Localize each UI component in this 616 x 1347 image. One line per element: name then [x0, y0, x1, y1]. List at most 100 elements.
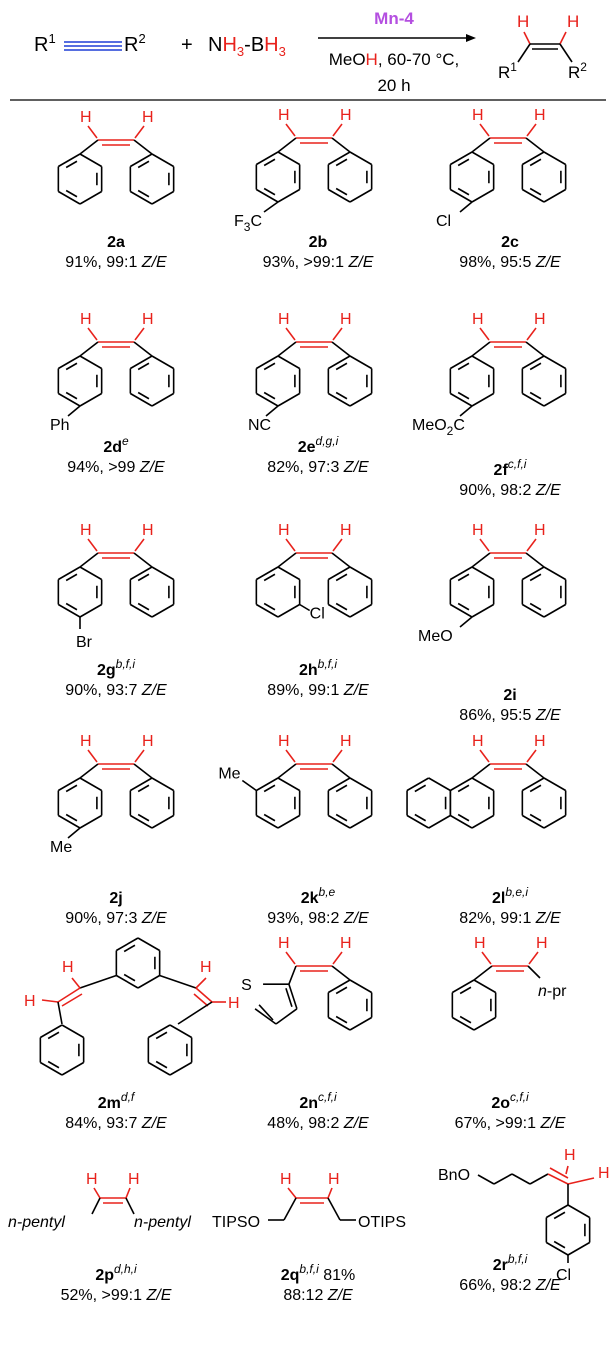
central-benzene-ring: [115, 937, 161, 989]
yield-selectivity: 93%, >99:1 Z/E: [263, 254, 374, 271]
bond: [331, 552, 351, 568]
compound-id: 2gb,f,i: [97, 657, 135, 679]
bond: [459, 616, 473, 628]
left-benzene-ring: [449, 777, 495, 829]
bond: [255, 777, 279, 792]
bond: [285, 987, 293, 1008]
bond: [255, 603, 279, 618]
c-h-bond: [87, 538, 98, 552]
c-h-bond: [332, 538, 343, 552]
bond: [263, 201, 279, 213]
h-label: H: [534, 107, 546, 124]
alkene-bond: [57, 987, 81, 1003]
bond: [471, 151, 495, 166]
bond: [61, 1024, 85, 1039]
bond: [553, 1211, 566, 1220]
h-label: H: [278, 733, 290, 750]
bond: [457, 391, 470, 400]
bond: [129, 190, 153, 205]
bond: [57, 153, 81, 168]
h-label: H: [340, 733, 352, 750]
cf3-label: F3C: [234, 213, 262, 234]
bond: [123, 944, 136, 953]
alkene-bond: [193, 993, 209, 1007]
h-label: H: [472, 107, 484, 124]
h-label: H: [472, 311, 484, 328]
bond: [529, 1173, 549, 1185]
compound-id: 2de: [103, 434, 129, 456]
bond: [277, 552, 297, 568]
bond: [529, 391, 542, 400]
bond: [129, 153, 153, 168]
bond: [79, 153, 103, 168]
bond: [47, 1031, 60, 1040]
c-h-bond: [332, 123, 343, 137]
c-h-bond: [332, 951, 343, 965]
alkene-bond: [195, 987, 213, 1003]
product-r1: R1: [498, 60, 517, 82]
bond: [529, 362, 542, 371]
compound-id: 2rb,f,i: [493, 1252, 528, 1274]
right-benzene-ring: [521, 777, 567, 829]
bond: [529, 602, 542, 611]
bond: [79, 763, 99, 779]
bond: [39, 1024, 63, 1039]
bond: [335, 602, 348, 611]
right-benzene-ring: [129, 355, 175, 407]
left-benzene-ring: [57, 777, 103, 829]
bond: [65, 362, 78, 371]
c-h-bond: [71, 977, 81, 989]
bond: [137, 784, 150, 793]
c-h-bond: [285, 951, 296, 965]
bond: [521, 566, 545, 581]
thiophene-ring: [254, 983, 298, 1025]
compound-id: 2b: [309, 234, 328, 251]
bond: [147, 1061, 171, 1076]
bond: [335, 158, 348, 167]
bond: [414, 784, 427, 793]
compound-id: 2oc,f,i: [491, 1090, 529, 1112]
h-label: H: [228, 995, 240, 1012]
bond: [137, 573, 150, 582]
c-h-bond: [87, 749, 98, 763]
bond: [79, 974, 117, 989]
bond: [255, 355, 279, 370]
left-benzene-ring: [57, 153, 103, 205]
bond: [255, 188, 279, 203]
otips-label: OTIPS: [358, 1214, 406, 1231]
compound-id: 2ed,g,i: [298, 434, 339, 456]
yield-selectivity: 48%, 98:2 Z/E: [267, 1115, 369, 1132]
left-benzene-ring: [449, 151, 495, 203]
bond: [263, 362, 276, 371]
c-h-bond: [479, 123, 490, 137]
c-h-bond: [332, 327, 343, 341]
bond: [327, 566, 351, 581]
benzyloxy-label: BnO: [438, 1167, 470, 1184]
bond: [471, 355, 495, 370]
benzene-ring: [327, 979, 373, 1031]
bond: [277, 355, 301, 370]
right-benzene-ring: [129, 153, 175, 205]
bond: [406, 777, 430, 792]
bond: [335, 986, 348, 995]
c-h-bond: [526, 123, 537, 137]
bond: [543, 188, 567, 203]
bond: [67, 405, 81, 417]
chloro-label: Cl: [310, 606, 325, 623]
bond: [449, 392, 473, 407]
h-label: H: [567, 12, 579, 31]
bond: [151, 355, 175, 370]
h-label: H: [80, 522, 92, 539]
bond: [543, 814, 567, 829]
plus-sign: +: [181, 34, 193, 56]
bond: [525, 341, 545, 357]
chloro-label: Cl: [556, 1267, 571, 1284]
bond: [525, 763, 545, 779]
bond: [288, 965, 297, 985]
bond: [79, 190, 103, 205]
right-benzene-ring: [327, 151, 373, 203]
phenyl-label: Ph: [50, 417, 70, 434]
bond: [327, 603, 351, 618]
c-h-bond: [134, 538, 145, 552]
h-label: H: [534, 522, 546, 539]
